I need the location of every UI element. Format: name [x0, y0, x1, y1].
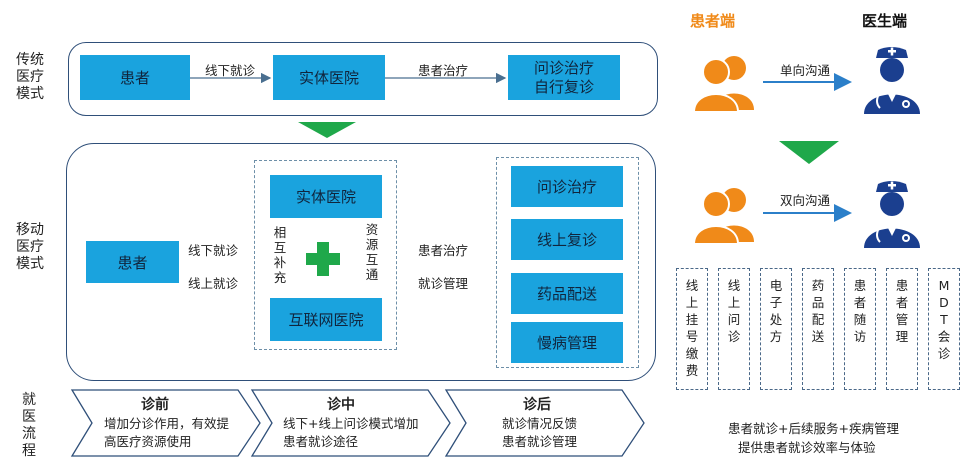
mobile-patient-box: 患者: [86, 241, 179, 283]
chevron-during: [250, 389, 451, 457]
summary-line-1: 患者就诊+后续服务+疾病管理: [728, 421, 899, 436]
mobile-physical-hospital-box: 实体医院: [270, 175, 382, 218]
mobile-edge-manage-label: 就诊管理: [418, 276, 469, 291]
traditional-edge-offline-label: 线下就诊: [205, 63, 256, 78]
hospital-group: [254, 160, 397, 350]
stage-during-title: 诊中: [327, 397, 355, 413]
chevron-pre: [70, 389, 261, 457]
traditional-hospital-box: 实体医院: [273, 55, 385, 100]
stage-pre-title: 诊前: [141, 397, 169, 413]
resource-label: 资源互通: [365, 222, 379, 282]
feature-patient-followup: 患者随访: [844, 268, 876, 390]
down-triangle-left: [298, 122, 356, 138]
feature-online-consult: 线上问诊: [718, 268, 750, 390]
traditional-edge-treat-label: 患者治疗: [418, 63, 469, 78]
feature-online-registration: 线上挂号缴费: [676, 268, 708, 390]
feature-e-prescription: 电子处方: [760, 268, 792, 390]
chevron-post: [444, 389, 645, 457]
doctor-icon-top: [864, 47, 920, 114]
process-label: 就 医 流 程: [22, 392, 36, 459]
mobile-edge-offline-label: 线下就诊: [188, 243, 239, 258]
patient-group-icon-top: [692, 56, 754, 113]
service-consult-box: 问诊治疗: [511, 166, 623, 207]
traditional-result-box: 问诊治疗 自行复诊: [508, 55, 620, 100]
stage-pre-text: 增加分诊作用，有效提 高医疗资源使用: [104, 416, 230, 449]
stage-post-text: 就诊情况反馈 患者就诊管理: [502, 416, 578, 449]
patient-side-title: 患者端: [690, 12, 736, 30]
mobile-edge-online-label: 线上就诊: [188, 276, 239, 291]
two-way-label: 双向沟通: [780, 193, 831, 208]
doctor-side-title: 医生端: [862, 12, 908, 30]
one-way-label: 单向沟通: [780, 63, 831, 78]
mobile-internet-hospital-box: 互联网医院: [270, 298, 382, 341]
traditional-mode-label: 传统 医疗 模式: [16, 52, 44, 102]
services-group: [496, 157, 639, 368]
patient-group-icon-bottom: [692, 188, 754, 245]
stage-post-title: 诊后: [523, 397, 551, 413]
stage-during-text: 线下+线上问诊模式增加 患者就诊途径: [283, 416, 419, 449]
down-triangle-right: [779, 141, 839, 164]
service-delivery-box: 药品配送: [511, 273, 623, 314]
traditional-patient-box: 患者: [80, 55, 190, 100]
mobile-edge-treat-label: 患者治疗: [418, 243, 469, 258]
mobile-mode-label: 移动 医疗 模式: [16, 222, 44, 272]
service-chronic-box: 慢病管理: [511, 322, 623, 363]
service-followup-box: 线上复诊: [511, 219, 623, 260]
medical-cross-icon: [306, 242, 340, 276]
summary-line-2: 提供患者就诊效率与体验: [738, 440, 876, 455]
feature-drug-delivery: 药品配送: [802, 268, 834, 390]
mutual-label: 相互补充: [273, 225, 287, 285]
feature-mdt: MDT会诊: [928, 268, 960, 390]
doctor-icon-bottom: [864, 181, 920, 248]
feature-patient-management: 患者管理: [886, 268, 918, 390]
